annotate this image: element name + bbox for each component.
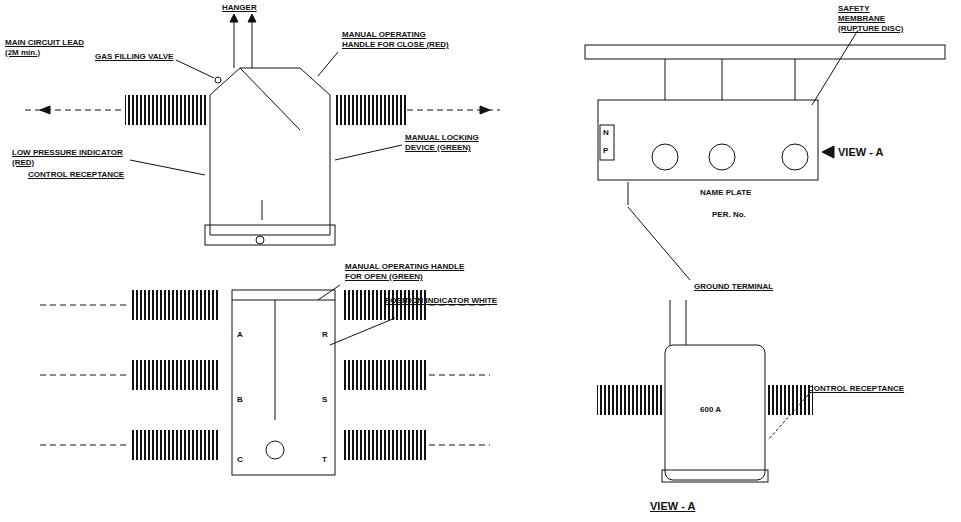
hanger-label: HANGER — [222, 3, 257, 13]
phase-letter: S — [322, 395, 327, 405]
panel-letter: N — [603, 128, 609, 138]
view-title: VIEW - A — [838, 146, 883, 159]
ground-label: GROUND TERMINAL — [694, 282, 773, 292]
handle-label: MANUAL OPERATING HANDLE FOR CLOSE (RED) — [342, 30, 452, 50]
receptance-label: CONTROL RECEPTANCE — [808, 384, 904, 394]
locking-label: MANUAL LOCKING DEVICE (GREEN) — [405, 133, 490, 153]
serial-label: PER. No. — [712, 210, 746, 220]
indicator-label: LOW PRESSURE INDICATOR (RED) — [12, 148, 137, 168]
panel-letter: P — [603, 146, 608, 156]
handle-label: MANUAL OPERATING HANDLE FOR OPEN (GREEN) — [345, 262, 465, 282]
receptance-label: CONTROL RECEPTANCE — [28, 170, 124, 180]
nameplate-label: NAME PLATE — [700, 188, 751, 198]
membrane-label: SAFETY MEMBRANE (RUPTURE DISC) — [838, 4, 918, 34]
lead-label: MAIN CIRCUIT LEAD (2M min.) — [5, 38, 85, 58]
view-title: VIEW - A — [650, 500, 695, 513]
position-label: POSITION INDICATOR WHITE — [385, 296, 497, 306]
phase-letter: T — [322, 455, 327, 465]
rating-label: 600 A — [700, 405, 721, 415]
phase-letter: C — [237, 455, 243, 465]
phase-letter: R — [322, 330, 328, 340]
phase-letter: A — [237, 330, 243, 340]
valve-label: GAS FILLING VALVE — [95, 52, 173, 62]
phase-letter: B — [237, 395, 243, 405]
